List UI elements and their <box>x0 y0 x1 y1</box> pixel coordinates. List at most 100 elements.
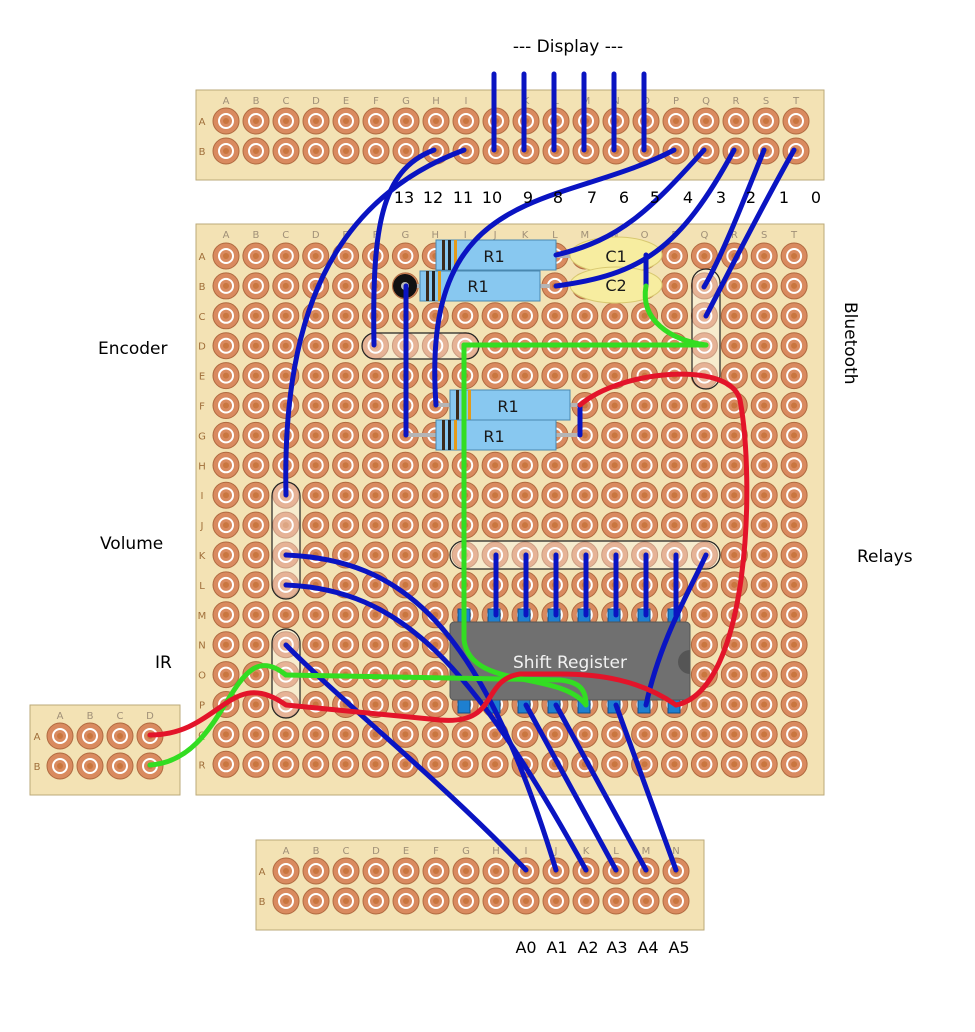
main-board-col-label: M <box>580 230 589 241</box>
volume-label: Volume <box>100 534 163 554</box>
c1-label: C1 <box>605 247 626 266</box>
main-board-row-label: I <box>201 491 204 502</box>
c2-wire <box>553 147 737 289</box>
digital-pin-label: 8 <box>553 188 563 207</box>
main-board-col-label: N <box>611 230 618 241</box>
main-board-row-label: K <box>199 551 206 562</box>
main-board-col-label: I <box>464 230 467 241</box>
analog-pin-label: A1 <box>546 938 567 957</box>
bottom-board-col-label: L <box>613 846 619 857</box>
bottom-board-row-label: B <box>259 897 266 908</box>
top-board-col-label: P <box>673 96 679 107</box>
top-board-row-label: B <box>199 147 206 158</box>
bottom-board-col-label: B <box>313 846 320 857</box>
bottom-board-col-label: N <box>672 846 679 857</box>
main-board-row-label: B <box>199 282 206 293</box>
bottom-board-col-label: G <box>462 846 470 857</box>
digital-pin-label: 7 <box>587 188 597 207</box>
red-wire-resistor-ic <box>577 371 750 708</box>
left-board-col-label: D <box>146 711 154 722</box>
main-board-col-label: S <box>761 230 767 241</box>
main-board-col-label: F <box>373 230 379 241</box>
bluetooth-wire-b <box>703 147 797 319</box>
main-board-row-label: J <box>200 521 204 532</box>
left-board <box>29 704 181 796</box>
main-board-col-label: C <box>282 230 289 241</box>
main-board-row-label: A <box>199 252 206 263</box>
relays-label: Relays <box>857 547 913 567</box>
left-board-row-label: B <box>34 762 41 773</box>
bottom-board-col-label: F <box>433 846 439 857</box>
main-board-col-label: G <box>402 230 410 241</box>
left-board-col-label: A <box>57 711 64 722</box>
digital-pin-label: 12 <box>423 188 443 207</box>
encoder-header <box>361 332 480 360</box>
main-board-row-label: H <box>198 461 206 472</box>
digital-pin-label: 6 <box>619 188 629 207</box>
wires <box>147 71 797 873</box>
main-board-row-label: M <box>198 611 207 622</box>
main-board-col-label: O <box>641 230 649 241</box>
main-board-col-label: B <box>252 230 259 241</box>
main-board-row-label: O <box>198 671 206 682</box>
analog-pin-label: A4 <box>637 938 658 957</box>
bluetooth-wire-a <box>701 147 767 290</box>
c1-wire <box>553 147 707 258</box>
left-board-row-label: A <box>34 732 41 743</box>
volume-wire-l <box>283 582 589 873</box>
top-board-col-label: R <box>733 96 740 107</box>
main-board-col-label: L <box>552 230 558 241</box>
bottom-board <box>255 839 705 931</box>
volume-wire-a <box>283 147 467 498</box>
main-board-row-label: E <box>199 372 205 383</box>
top-board-col-label: Q <box>702 96 710 107</box>
ic-notch <box>678 650 690 674</box>
main-board-col-label: R <box>731 230 738 241</box>
main-board-col-label: A <box>223 230 230 241</box>
digital-pin-label: 13 <box>394 188 414 207</box>
ir-label: IR <box>155 653 172 673</box>
main-board-col-label: H <box>432 230 440 241</box>
main-board-col-label: T <box>790 230 798 241</box>
top-board-col-label: D <box>312 96 320 107</box>
main-board-row-label: N <box>198 641 205 652</box>
digital-pin-label: 1 <box>779 188 789 207</box>
analog-pin-label: A3 <box>606 938 627 957</box>
red-wire-ir-ic <box>147 671 679 738</box>
top-board-col-label: E <box>343 96 349 107</box>
ic-pin-bottom <box>457 698 471 714</box>
digital-pin-label: 0 <box>811 188 821 207</box>
top-board <box>195 89 825 181</box>
analog-pin-label: A2 <box>577 938 598 957</box>
left-board-col-label: B <box>87 711 94 722</box>
bottom-board-col-label: C <box>343 846 350 857</box>
digital-pin-label: 5 <box>650 188 660 207</box>
top-board-col-label: B <box>253 96 260 107</box>
digital-pin-label: 2 <box>746 188 756 207</box>
top-board-col-label: G <box>402 96 410 107</box>
main-board-col-label: J <box>493 230 497 241</box>
r1-d-label: R1 <box>483 427 504 446</box>
encoder-wire-a <box>371 147 437 348</box>
c2-label: C2 <box>605 276 626 295</box>
main-board-row-label: L <box>199 581 205 592</box>
top-board-col-label: S <box>763 96 769 107</box>
top-board-col-label: A <box>223 96 230 107</box>
r1-b-label: R1 <box>467 277 488 296</box>
main-board-col-label: Q <box>700 230 708 241</box>
encoder-wire-b <box>432 147 677 408</box>
main-board-col-label: K <box>522 230 529 241</box>
top-board-col-label: C <box>283 96 290 107</box>
digital-pin-label: 3 <box>716 188 726 207</box>
bottom-board-col-label: H <box>492 846 500 857</box>
volume-header <box>271 481 301 600</box>
digital-pin-label: 10 <box>482 188 502 207</box>
main-board-row-label: P <box>199 701 205 712</box>
main-board-row-label: G <box>198 431 206 442</box>
bottom-board-col-label: D <box>372 846 380 857</box>
top-board-col-label: H <box>432 96 440 107</box>
volume-wire-k <box>283 552 559 873</box>
